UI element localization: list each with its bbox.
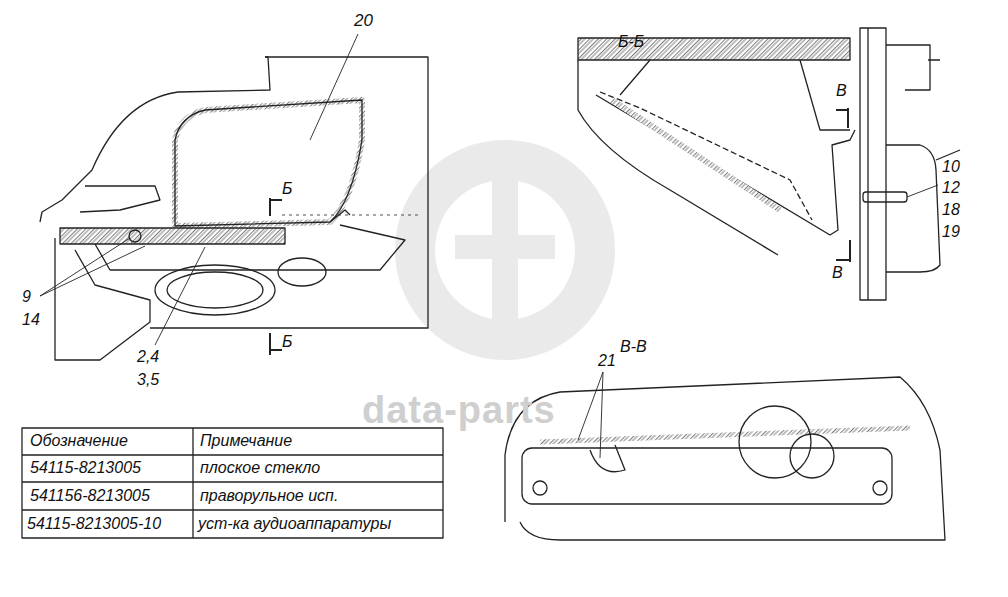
section-mark: В bbox=[832, 264, 843, 282]
callout-number: 12 bbox=[942, 179, 960, 197]
table-header: Обозначение bbox=[30, 432, 128, 450]
callout-number: 2,4 bbox=[137, 348, 159, 366]
table-cell: 54115-8213005-10 bbox=[27, 515, 161, 533]
section-mark: Б bbox=[282, 333, 292, 351]
section-mark: Б bbox=[282, 180, 292, 198]
section-mark: В bbox=[836, 82, 847, 100]
table-cell: праворульное исп. bbox=[200, 487, 338, 505]
table-cell: плоское стекло bbox=[200, 459, 320, 477]
table-cell: 541156-8213005 bbox=[30, 487, 150, 505]
callout-number: 10 bbox=[942, 158, 960, 176]
callout-number: 3,5 bbox=[137, 371, 159, 389]
callout-number: 19 bbox=[942, 223, 960, 241]
table-cell: 54115-8213005 bbox=[30, 459, 141, 477]
section-title: Б-Б bbox=[618, 33, 644, 51]
callout-number: 18 bbox=[942, 201, 960, 219]
callout-number: 9 bbox=[22, 288, 31, 306]
callout-number: 21 bbox=[598, 352, 616, 370]
table-cell: уст-ка аудиоаппаратуры bbox=[198, 515, 391, 533]
callout-number: 14 bbox=[22, 311, 40, 329]
callout-number: 20 bbox=[354, 12, 373, 31]
table-header: Примечание bbox=[200, 432, 292, 450]
section-title: В-В bbox=[620, 338, 647, 356]
watermark-text: data-parts bbox=[362, 390, 556, 432]
